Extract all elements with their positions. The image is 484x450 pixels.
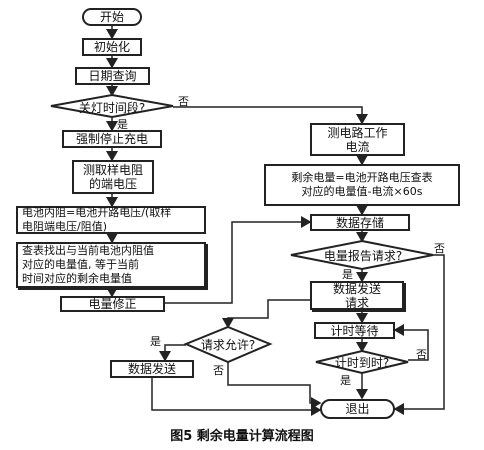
request-allowed-yes-label: 是 [150,335,161,348]
timer-done-no-label: 否 [416,348,427,361]
charge-report-diamond [290,239,434,271]
date-query-node: 日期查询 [75,67,150,85]
charge-correct-node: 电量修正 [60,296,165,312]
internal-resistance-node: 电池内阻=电池开路电压/(取样 电阻端电压/阻值) [16,206,206,234]
exit-node: 退出 [320,399,395,419]
request-allowed-diamond [183,325,273,364]
timer-done-text: 计时到时? [334,355,390,370]
charge-report-yes-label: 是 [342,268,353,281]
timer-done-diamond [315,349,409,375]
send-request-node: 数据发送 请求 [310,281,404,310]
request-allowed-no-label: 否 [213,364,224,377]
data-send-node: 数据发送 [110,360,194,378]
init-node: 初始化 [82,38,142,56]
request-allowed-text: 请求允许? [200,337,256,352]
charge-report-text: 电量报告请求? [323,248,403,263]
figure-caption: 图5 剩余电量计算流程图 [170,429,314,444]
force-stop-node: 强制停止充电 [62,130,162,148]
lights-off-diamond [50,93,174,119]
measure-sample-node: 测取样电阻 的端电压 [72,160,154,194]
timer-done-yes-label: 是 [340,374,351,387]
lights-off-no-label: 否 [178,95,189,108]
measure-current-node: 测电路工作 电流 [310,123,405,156]
data-store-node: 数据存储 [310,214,410,231]
lights-off-yes-label: 是 [117,118,128,131]
lookup-table-node: 查表找出与当前电池内阻值 对应的电量值, 等于当前 时间对应的剩余电量值 [16,242,206,288]
charge-report-no-label: 否 [434,242,445,255]
start-node: 开始 [82,8,142,26]
lights-off-text: 关灯时间段? [78,100,146,115]
timer-wait-node: 计时等待 [314,322,395,339]
remaining-charge-node: 剩余电量=电池开路电压查表 对应的电量值-电流×60s [264,164,460,206]
